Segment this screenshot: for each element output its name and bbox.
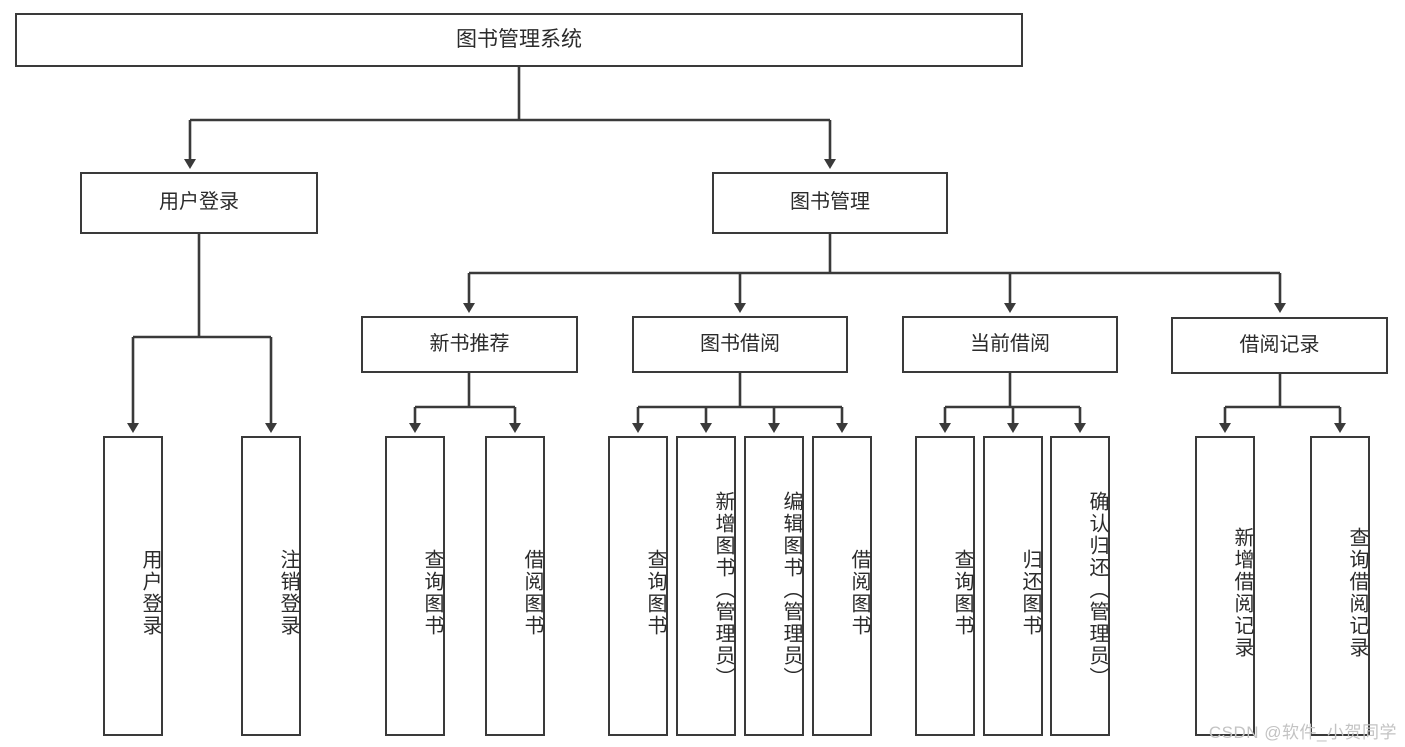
csdn-watermark: CSDN @软件_小贺同学 [1208,723,1397,742]
leaf-current-borrow-confirm-return-admin[interactable]: 确认归还（管理员） [1050,436,1110,736]
node-root-system[interactable]: 图书管理系统 [15,13,1023,67]
leaf-book-borrow-borrow-book[interactable]: 借阅图书 [812,436,872,736]
leaf-user-login-signin[interactable]: 用户登录 [103,436,163,736]
node-book-borrow[interactable]: 图书借阅 [632,316,848,373]
node-book-management[interactable]: 图书管理 [712,172,948,234]
node-user-login[interactable]: 用户登录 [80,172,318,234]
node-new-book-recommend[interactable]: 新书推荐 [361,316,578,373]
leaf-borrow-record-add-record[interactable]: 新增借阅记录 [1195,436,1255,736]
leaf-current-borrow-return-book[interactable]: 归还图书 [983,436,1043,736]
node-current-borrow[interactable]: 当前借阅 [902,316,1118,373]
leaf-current-borrow-query-book[interactable]: 查询图书 [915,436,975,736]
leaf-book-borrow-edit-book-admin[interactable]: 编辑图书（管理员） [744,436,804,736]
leaf-borrow-record-query-record[interactable]: 查询借阅记录 [1310,436,1370,736]
node-borrow-record[interactable]: 借阅记录 [1171,317,1388,374]
leaf-user-login-signout[interactable]: 注销登录 [241,436,301,736]
leaf-new-book-query-book[interactable]: 查询图书 [385,436,445,736]
leaf-new-book-borrow-book[interactable]: 借阅图书 [485,436,545,736]
leaf-book-borrow-add-book-admin[interactable]: 新增图书（管理员） [676,436,736,736]
leaf-book-borrow-query-book[interactable]: 查询图书 [608,436,668,736]
